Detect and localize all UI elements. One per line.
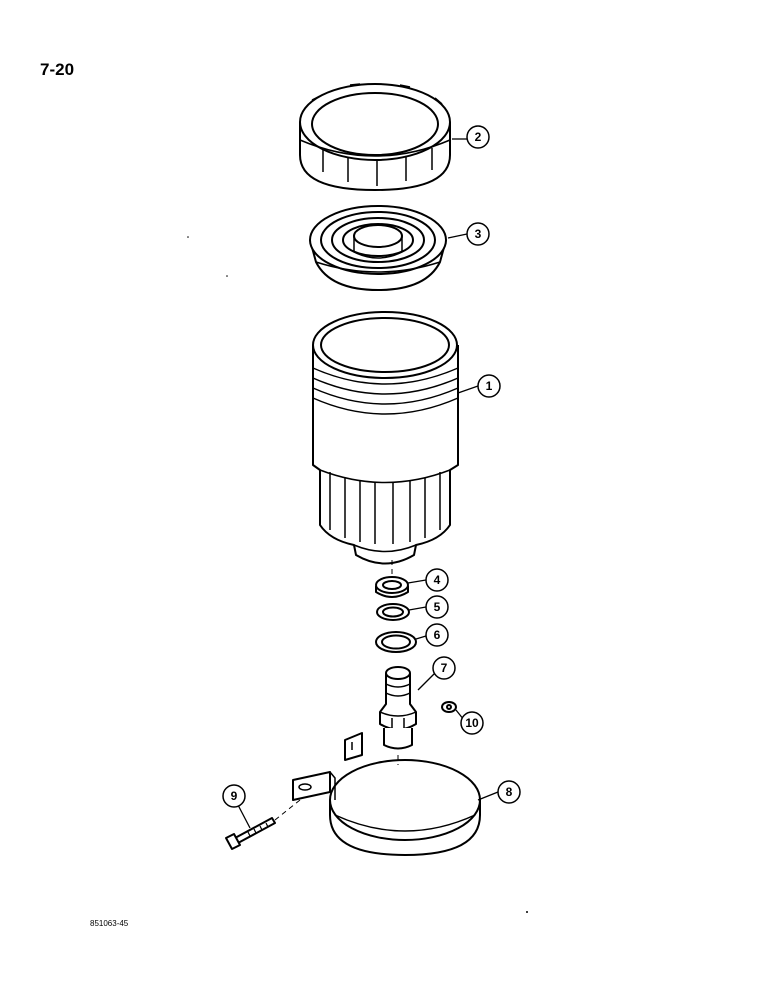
o-ring-part [375,631,417,653]
document-code: 851063-45 [90,919,129,928]
callout-3: 3 [466,222,490,246]
callout-6: 6 [425,623,449,647]
cap-ring-part [299,83,451,191]
callout-9: 9 [222,784,246,808]
callout-7-label: 7 [441,661,448,675]
callout-4: 4 [425,568,449,592]
callout-2: 2 [466,125,490,149]
callout-3-label: 3 [475,227,482,241]
callout-1: 1 [477,374,501,398]
callout-9-label: 9 [231,789,238,803]
bolt-part [225,817,276,850]
callout-5-label: 5 [434,600,441,614]
callout-8-label: 8 [506,785,513,799]
seal-gasket-part [309,205,447,291]
drain-valve-part [379,666,417,750]
page-number: 7-20 [40,60,75,79]
callout-5: 5 [425,595,449,619]
band-clamp-part [292,732,481,856]
callout-10: 10 [460,711,484,735]
callout-10-label: 10 [465,716,479,730]
washer-part [376,603,410,621]
callout-1-label: 1 [486,379,493,393]
small-nut-part [441,701,457,713]
scan-specks [187,236,528,913]
filter-bowl-part [312,311,459,565]
assembly-centerlines [274,560,399,821]
callout-8: 8 [497,780,521,804]
callout-6-label: 6 [434,628,441,642]
nut-part [375,576,409,598]
leader-lines [237,138,499,829]
callout-2-label: 2 [475,130,482,144]
callout-4-label: 4 [434,573,441,587]
callout-7: 7 [432,656,456,680]
